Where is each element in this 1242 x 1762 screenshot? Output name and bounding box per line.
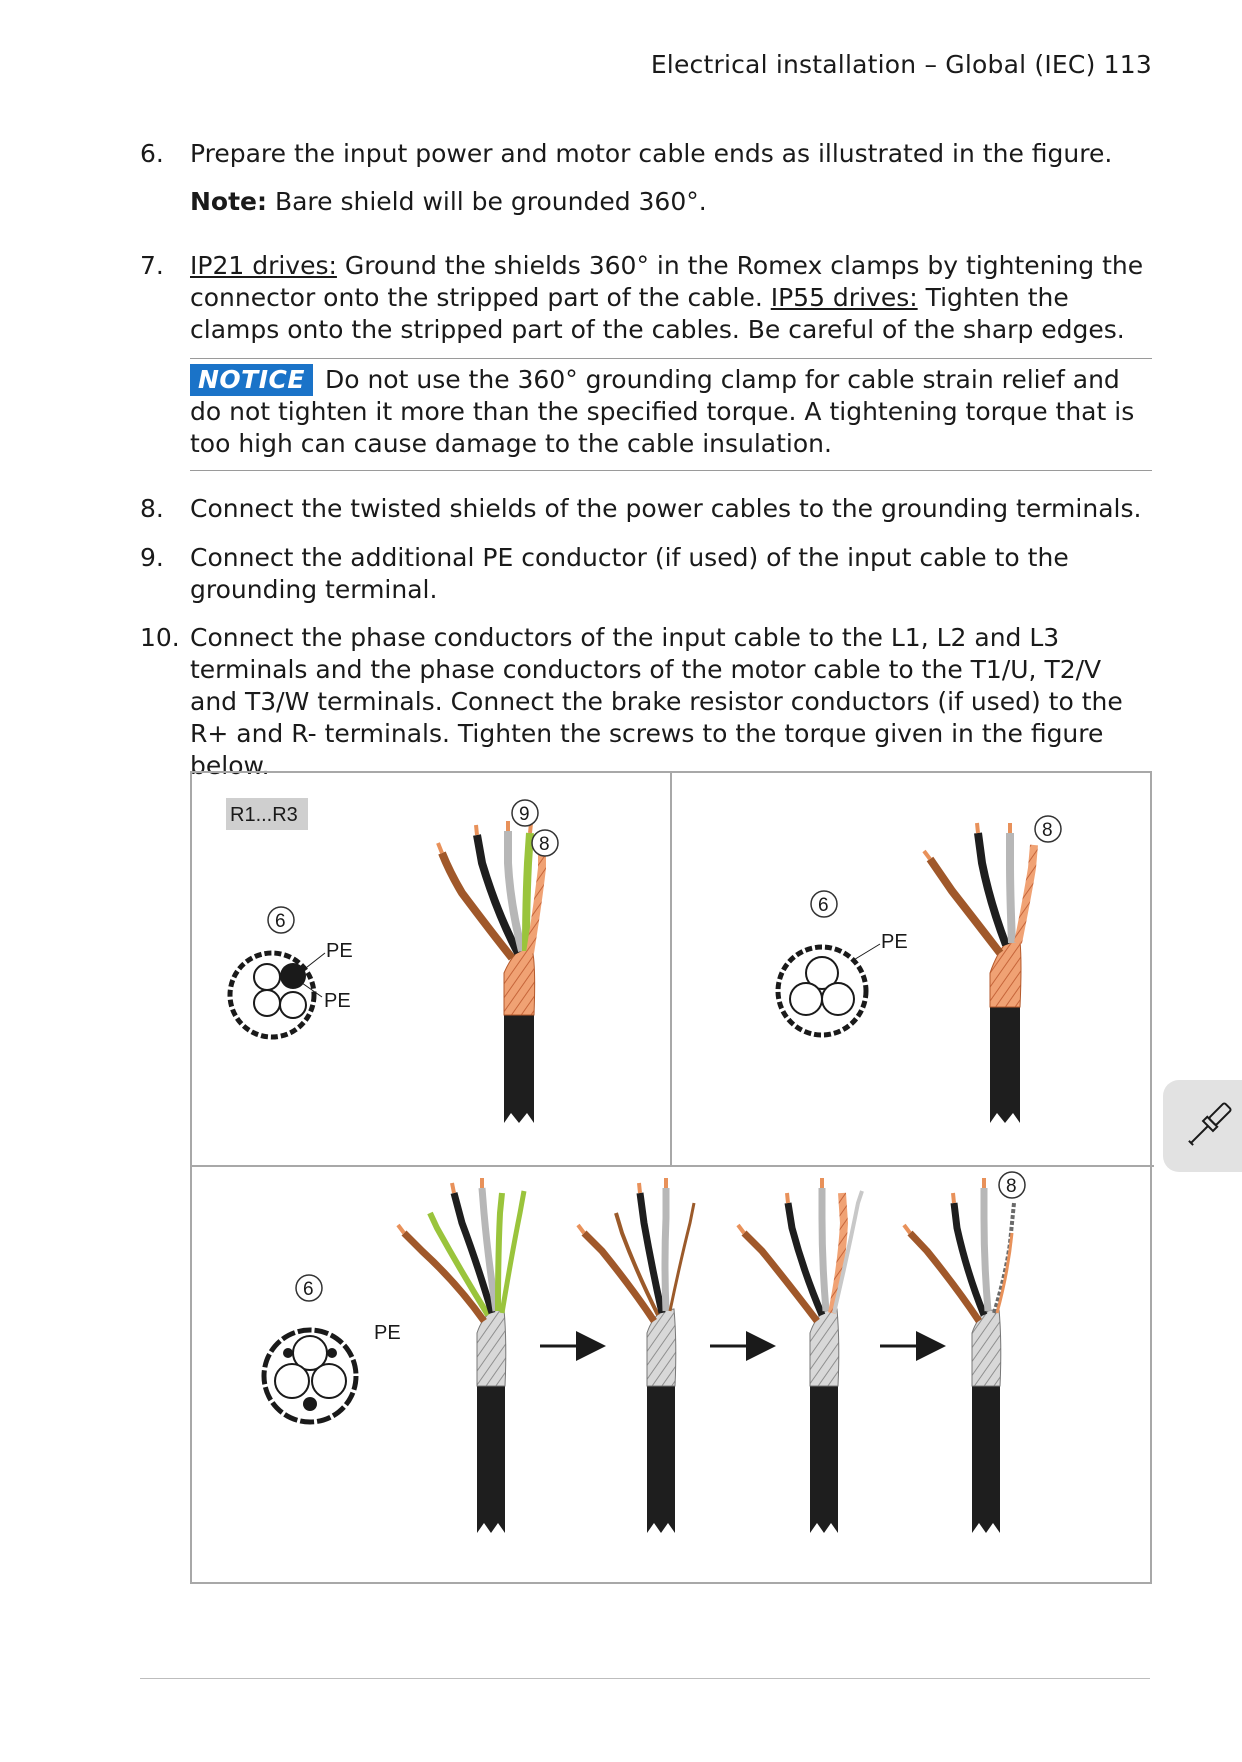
- callout-circle: [295, 1274, 323, 1302]
- callout-circle: [1034, 815, 1062, 843]
- frame-label-bg: [226, 798, 308, 830]
- step-9: 9. Connect the additional PE conductor (…: [140, 542, 1150, 606]
- notice-text: Do not use the 360° grounding clamp for …: [190, 365, 1135, 458]
- pe-label: PE: [326, 940, 353, 962]
- notice-tag: NOTICE: [190, 364, 313, 396]
- callout-number: 8: [1042, 820, 1053, 841]
- cable-illustration: [736, 1178, 864, 1533]
- section-tab[interactable]: [1163, 1080, 1242, 1172]
- pe-label: PE: [881, 931, 908, 953]
- step-number: 10.: [140, 623, 180, 652]
- note: Note: Bare shield will be grounded 360°.: [190, 186, 1150, 218]
- step-10: 10. Connect the phase conductors of the …: [140, 622, 1150, 782]
- cable-illustration: [436, 821, 546, 1123]
- callout-number: 9: [519, 804, 530, 825]
- footer-rule: [140, 1678, 1150, 1679]
- step-text: Connect the additional PE conductor (if …: [190, 543, 1069, 604]
- step-text: Prepare the input power and motor cable …: [190, 139, 1113, 168]
- step-number: 9.: [140, 543, 164, 572]
- callout-circle: [511, 799, 539, 827]
- callout-number: 8: [539, 834, 550, 855]
- notice-bottom-rule: [190, 470, 1152, 471]
- callout-circle: [267, 906, 295, 934]
- screwdriver-icon: [1188, 1102, 1232, 1146]
- cable-preparation-figure: R1...R3 6 PE PE 9 8: [190, 771, 1154, 1584]
- cable-illustration: [396, 1178, 527, 1533]
- ip55-label: IP55 drives:: [770, 283, 918, 312]
- step-7: 7. IP21 drives: Ground the shields 360° …: [140, 250, 1150, 346]
- callout-circle: [810, 890, 838, 918]
- note-label: Note:: [190, 187, 268, 216]
- pe-label: PE: [374, 1322, 401, 1344]
- callout-circle: [531, 829, 559, 857]
- cable-illustration: [576, 1178, 696, 1533]
- frame-label: R1...R3: [230, 804, 298, 826]
- step-number: 6.: [140, 139, 164, 168]
- callout-number: 6: [275, 911, 286, 932]
- cable-illustration: [902, 1178, 1016, 1533]
- step-number: 7.: [140, 251, 164, 280]
- step-text: Connect the phase conductors of the inpu…: [190, 623, 1123, 780]
- notice-top-rule: [190, 358, 1152, 359]
- figure-drawing: R1...R3 6 PE PE 9 8: [192, 773, 1154, 1533]
- ip21-label: IP21 drives:: [190, 251, 337, 280]
- step-text-a: Ground the shields 360° in the Romex cla…: [190, 251, 1144, 312]
- step-number: 8.: [140, 494, 164, 523]
- step-text-b: Tighten the clamps onto the stripped par…: [190, 283, 1125, 344]
- page-header: Electrical installation – Global (IEC) 1…: [650, 50, 1152, 79]
- step-6: 6. Prepare the input power and motor cab…: [140, 138, 1150, 218]
- note-text: Bare shield will be grounded 360°.: [267, 187, 707, 216]
- cable-illustration: [922, 822, 1038, 1123]
- callout-number: 8: [1006, 1176, 1017, 1197]
- step-text: Connect the twisted shields of the power…: [190, 494, 1142, 523]
- callout-number: 6: [303, 1279, 314, 1300]
- callout-circle: [998, 1171, 1026, 1199]
- pe-label: PE: [324, 990, 351, 1012]
- callout-number: 6: [818, 895, 829, 916]
- step-8: 8. Connect the twisted shields of the po…: [140, 493, 1150, 525]
